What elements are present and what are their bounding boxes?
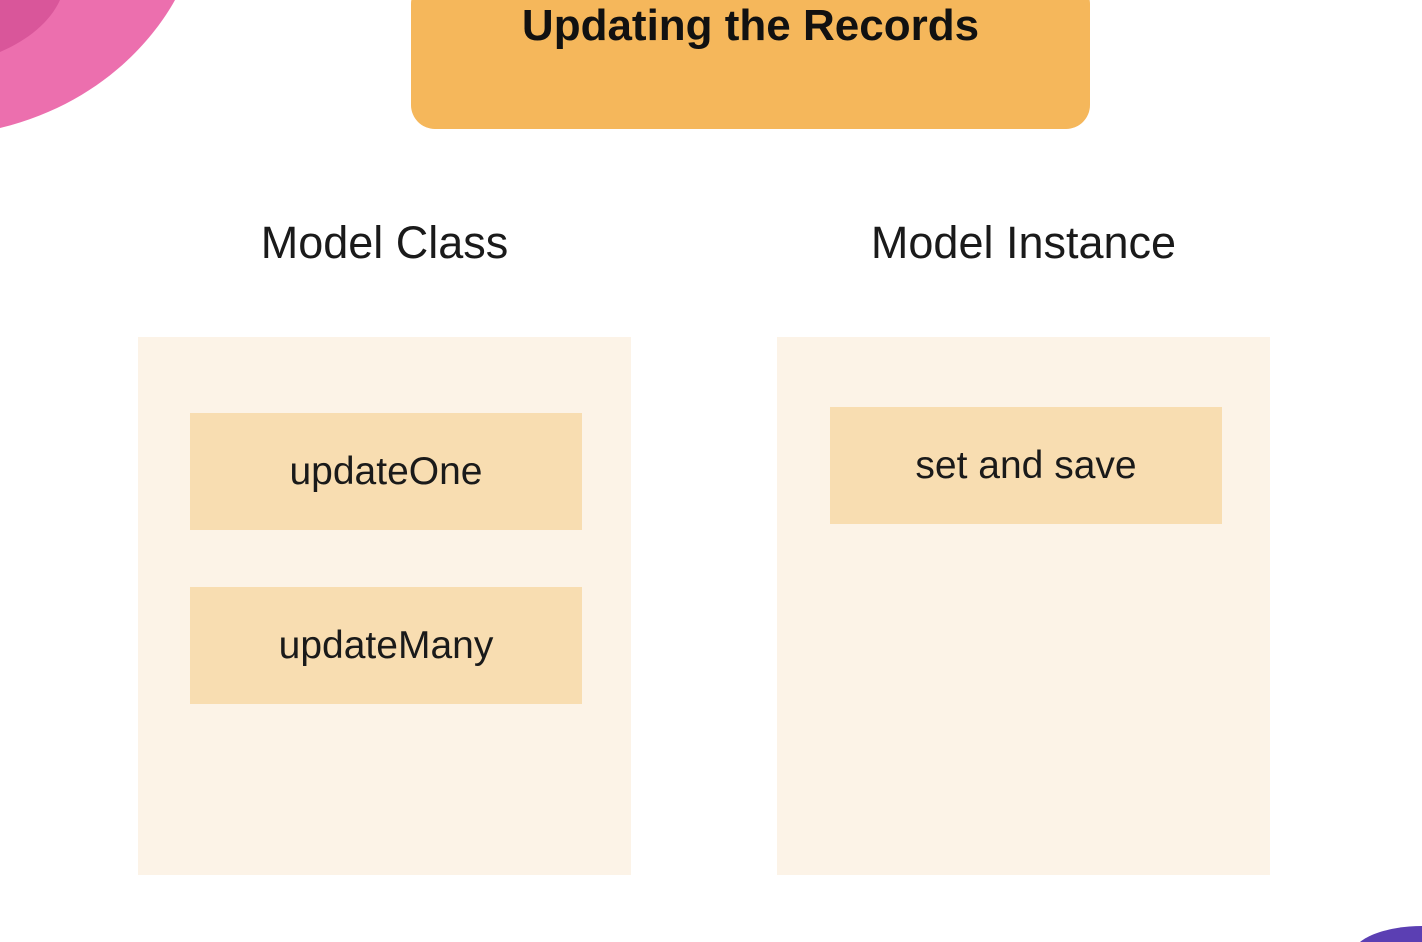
slide-title: Updating the Records	[521, 1, 980, 50]
method-update-many: updateMany	[190, 587, 582, 704]
decorative-purple-blob	[1360, 926, 1422, 942]
method-set-and-save: set and save	[830, 407, 1222, 524]
column-heading-model-class: Model Class	[260, 217, 509, 268]
title-banner: Updating the Records	[411, 0, 1090, 129]
method-update-one: updateOne	[190, 413, 582, 530]
decorative-pink-blob	[0, 0, 175, 128]
column-heading-model-instance: Model Instance	[870, 217, 1177, 268]
